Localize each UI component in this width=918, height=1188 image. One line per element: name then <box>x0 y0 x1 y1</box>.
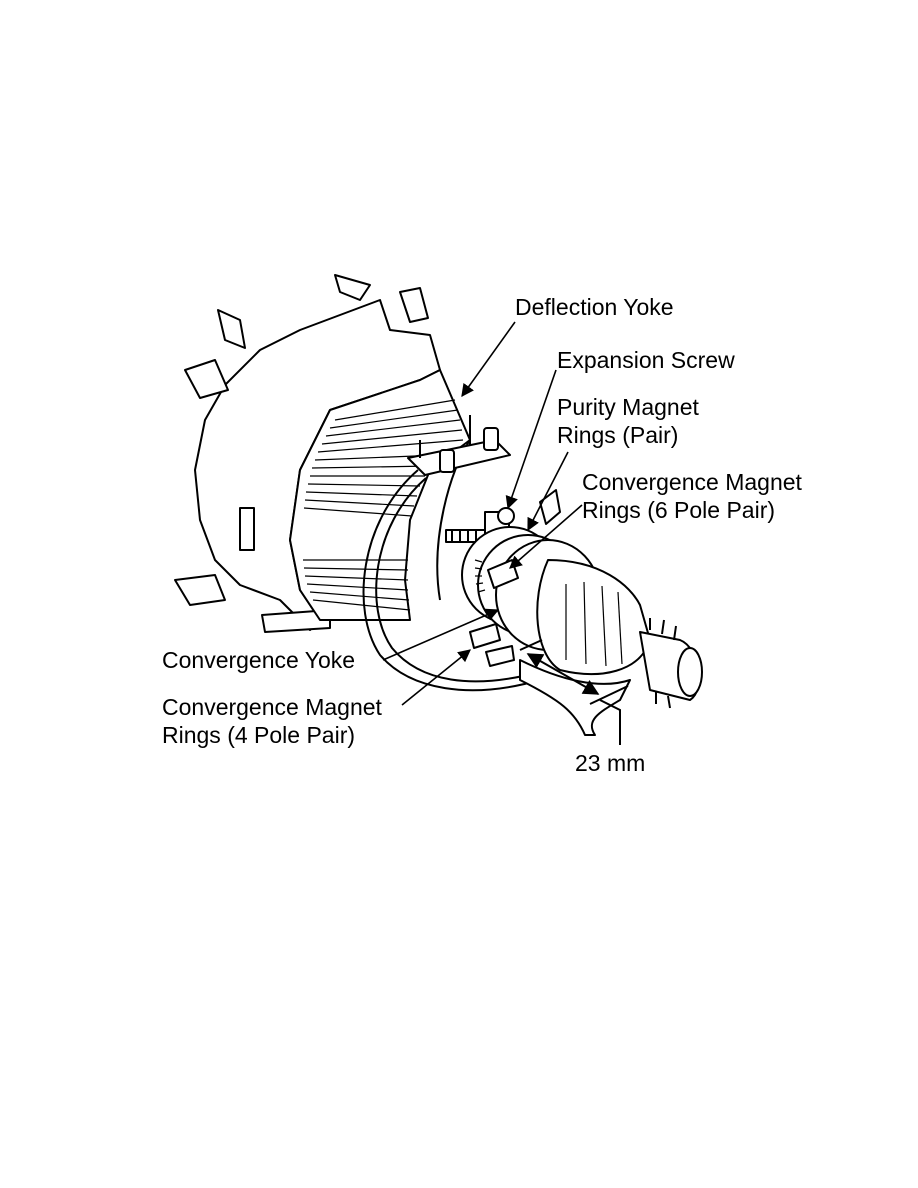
leader-convergence-yoke <box>382 608 500 661</box>
dimension-extension-left <box>519 639 543 651</box>
yoke-side-clip <box>239 507 255 551</box>
label-dimension-23mm: 23 mm <box>575 750 646 776</box>
terminal-post-2 <box>483 427 499 451</box>
neck-assembly-drawing <box>362 415 703 736</box>
yoke-bottom-tab <box>174 574 226 606</box>
leader-purity-magnet <box>527 451 569 532</box>
dimension-extension-right <box>589 685 629 705</box>
neck-ribs <box>565 581 623 667</box>
yoke-top-right-tab <box>399 287 429 323</box>
lower-magnet-tab-1 <box>469 623 501 649</box>
lower-magnet-tab-2 <box>485 645 515 667</box>
label-purity-magnet-line2: Rings (Pair) <box>557 422 679 448</box>
leader-convergence-6pole <box>509 504 583 569</box>
yoke-bottom-foot <box>261 609 331 633</box>
leader-expansion-screw <box>505 369 557 510</box>
purity-magnet-tab <box>539 489 561 525</box>
label-convergence-yoke: Convergence Yoke <box>162 647 356 673</box>
label-convergence-6pole-line2: Rings (6 Pole Pair) <box>582 497 776 523</box>
yoke-winding-hatch <box>303 399 464 611</box>
label-deflection-yoke: Deflection Yoke <box>515 294 674 320</box>
yoke-left-tab <box>184 359 229 399</box>
yoke-top-tab <box>334 274 371 301</box>
terminal-post-1 <box>439 449 455 473</box>
cable-loop <box>362 469 541 692</box>
dimension-arrow <box>526 653 600 695</box>
label-purity-magnet-line1: Purity Magnet <box>557 394 699 420</box>
label-convergence-6pole-line1: Convergence Magnet <box>582 469 802 495</box>
leader-lines <box>382 321 583 706</box>
leader-deflection-yoke <box>461 321 516 398</box>
label-convergence-4pole-line1: Convergence Magnet <box>162 694 382 720</box>
crt-neck <box>536 559 651 676</box>
dimension-leader <box>599 699 621 745</box>
ring-gear-teeth <box>474 559 486 593</box>
label-expansion-screw: Expansion Screw <box>557 347 735 373</box>
deflection-yoke-drawing <box>174 274 471 633</box>
crt-socket-end <box>677 647 703 697</box>
leader-convergence-4pole <box>401 649 471 706</box>
dimension-23mm <box>519 639 629 745</box>
socket-pins <box>649 618 677 709</box>
yoke-upper-left-tab <box>217 309 246 349</box>
label-convergence-4pole-line2: Rings (4 Pole Pair) <box>162 722 356 748</box>
